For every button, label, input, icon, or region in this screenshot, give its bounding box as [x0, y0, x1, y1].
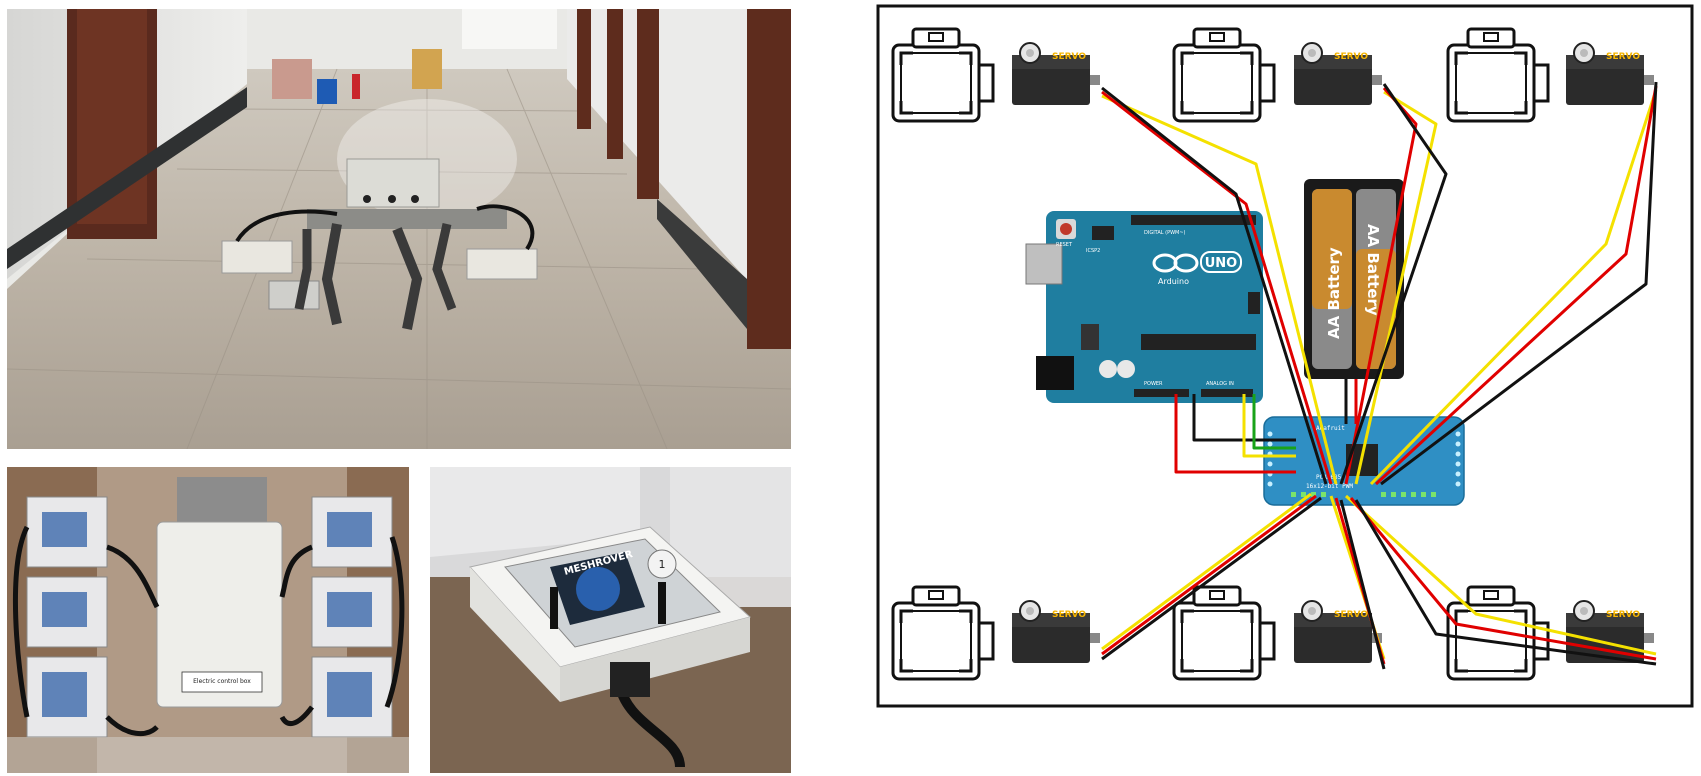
control-box-label: Electric control box — [193, 678, 251, 685]
arduino-model: UNO — [1205, 256, 1238, 271]
photo-robot-corridor — [7, 9, 791, 449]
battery-label-1: AA Battery — [1325, 247, 1343, 339]
pca-brand: Adafruit — [1316, 425, 1345, 432]
servo-unit-top-left: SERVO — [891, 27, 1101, 123]
photo-control-module: MESHROVER 1 — [430, 467, 791, 773]
digital-header-label: DIGITAL (PWM~) — [1144, 230, 1186, 236]
power-header-label: POWER — [1144, 381, 1163, 387]
servo-unit-top-middle: SERVO — [1172, 27, 1383, 123]
servo-label: SERVO — [1606, 610, 1640, 620]
servo-unit-bottom-right: SERVO — [1446, 585, 1655, 681]
arduino-uno-board: RESET ICSP2 DIGITAL (PWM~) Arduino UNO P… — [1025, 211, 1263, 403]
icsp-label: ICSP2 — [1086, 248, 1100, 254]
wire-bundle — [1101, 81, 1658, 670]
servo-label: SERVO — [1052, 610, 1086, 620]
analog-header-label: ANALOG IN — [1206, 381, 1234, 387]
servo-label: SERVO — [1052, 52, 1086, 62]
module-number: 1 — [659, 558, 666, 571]
servo-unit-top-right: SERVO — [1446, 27, 1655, 123]
servo-label: SERVO — [1606, 52, 1640, 62]
battery-holder: AA Battery AA Battery — [1304, 179, 1404, 379]
reset-label: RESET — [1056, 242, 1073, 248]
wiring-diagram: SERVO SERVO SERVO SERVO SERVO SERVO RESE… — [876, 4, 1694, 708]
pca-title: 16x12-bit PWM — [1306, 483, 1353, 490]
servo-unit-bottom-middle: SERVO — [1172, 585, 1383, 681]
servo-label: SERVO — [1334, 52, 1368, 62]
servo-unit-bottom-left: SERVO — [891, 585, 1101, 681]
arduino-brand: Arduino — [1158, 277, 1189, 286]
battery-label-2: AA Battery — [1364, 224, 1382, 316]
photo-robot-top-view: Electric control box — [7, 467, 409, 773]
arduino-logo-icon — [1152, 253, 1199, 273]
servo-label: SERVO — [1334, 610, 1368, 620]
wiring-diagram-canvas: SERVO SERVO SERVO SERVO SERVO SERVO RESE… — [876, 4, 1694, 708]
